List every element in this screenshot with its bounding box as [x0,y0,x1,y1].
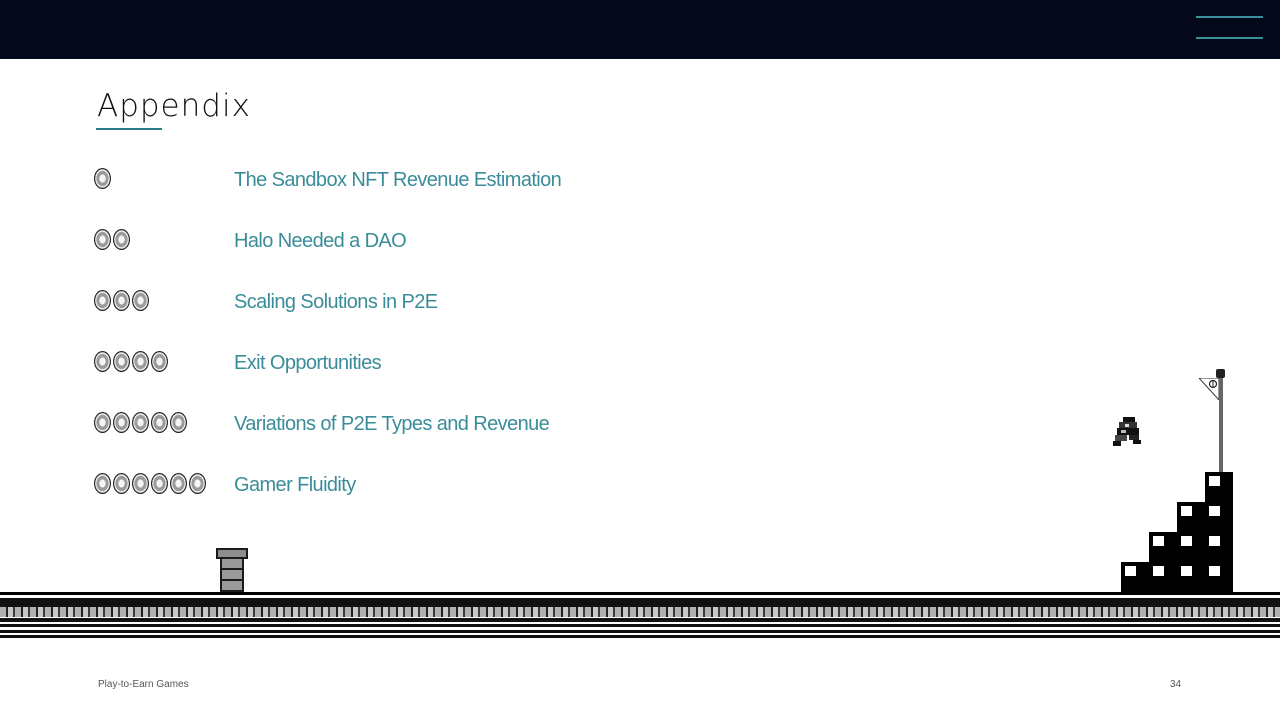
coin-icon [170,473,187,494]
ground-stripe [0,592,1280,595]
flagpole-top [1216,369,1225,378]
page-number: 34 [1170,679,1182,690]
coin-row [94,290,151,314]
page-title: Appendix [97,88,251,124]
header-bar [0,0,1280,59]
flagpole-icon [1219,372,1223,474]
appendix-item-3[interactable]: Scaling Solutions in P2E [94,287,794,317]
stair-block [1177,532,1205,562]
coin-icon [151,473,168,494]
appendix-item-label: Variations of P2E Types and Revenue [234,413,550,435]
coin-row [94,412,189,436]
appendix-item-label: Exit Opportunities [234,352,382,374]
appendix-item-label: The Sandbox NFT Revenue Estimation [234,169,562,191]
coin-icon [151,412,168,433]
appendix-item-label: Scaling Solutions in P2E [234,291,438,313]
appendix-item-1[interactable]: The Sandbox NFT Revenue Estimation [94,165,794,195]
block-stairs [1120,472,1234,592]
coin-row [94,351,170,375]
coin-icon [113,290,130,311]
appendix-item-5[interactable]: Variations of P2E Types and Revenue [94,409,794,439]
appendix-item-label: Halo Needed a DAO [234,230,407,252]
stair-block [1121,562,1149,592]
menu-line [1196,16,1263,18]
pipe-body [220,559,244,592]
coin-icon [94,473,111,494]
ground-stripe [0,624,1280,627]
ground-pattern [0,607,1280,617]
menu-icon[interactable] [1196,14,1263,42]
stair-block [1205,562,1233,592]
coin-row [94,229,132,253]
footer-title: Play-to-Earn Games [98,679,189,690]
coin-icon [94,229,111,250]
ground-stripe [0,630,1280,633]
appendix-item-2[interactable]: Halo Needed a DAO [94,226,794,256]
stair-block [1205,472,1233,502]
coin-icon [94,351,111,372]
coin-icon [94,168,111,189]
coin-icon [113,351,130,372]
stair-block [1177,502,1205,532]
flag-icon [1199,378,1219,400]
pipe-cap [216,548,248,559]
coin-icon [151,351,168,372]
stair-block [1149,562,1177,592]
title-underline [96,128,162,130]
menu-line [1196,37,1263,39]
stair-block [1205,502,1233,532]
coin-icon [94,412,111,433]
coin-icon [113,412,130,433]
ground [0,592,1280,638]
appendix-item-4[interactable]: Exit Opportunities [94,348,794,378]
stair-block [1177,562,1205,592]
coin-row [94,473,208,497]
coin-icon [189,473,206,494]
ground-stripe [0,618,1280,622]
coin-icon [132,351,149,372]
ground-stripe [0,598,1280,607]
coin-icon [170,412,187,433]
coin-icon [113,229,130,250]
stair-block [1205,532,1233,562]
coin-icon [132,290,149,311]
coin-icon [94,290,111,311]
mario-jumping-icon [1113,417,1141,446]
stair-block [1149,532,1177,562]
coin-icon [113,473,130,494]
coin-icon [132,412,149,433]
pipe-icon [216,548,248,592]
appendix-item-6[interactable]: Gamer Fluidity [94,470,794,500]
coin-row [94,168,113,192]
ground-stripe [0,635,1280,638]
coin-icon [132,473,149,494]
appendix-item-label: Gamer Fluidity [234,474,356,496]
